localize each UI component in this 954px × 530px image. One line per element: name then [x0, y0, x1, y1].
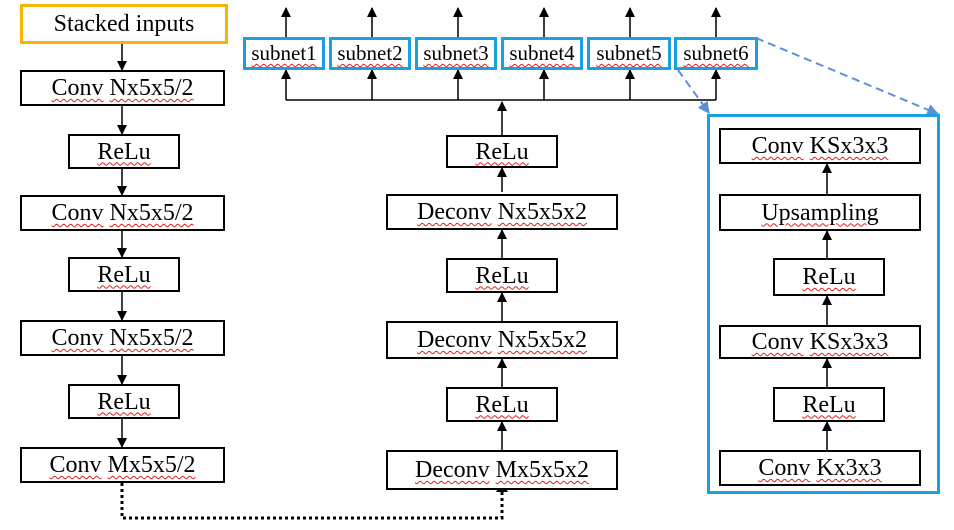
- encoder-relu-1: ReLu: [68, 134, 180, 169]
- subnet-label: subnet6: [683, 41, 749, 65]
- layer-op: Deconv: [417, 199, 492, 225]
- subnet-label: subnet1: [251, 41, 317, 65]
- layer-param: Mx5x5/2: [107, 452, 196, 478]
- layer-op: Conv: [51, 325, 104, 351]
- subnet-detail-panel: [707, 114, 940, 494]
- subnet-3-box: subnet3: [415, 37, 497, 70]
- layer-op: ReLu: [802, 391, 856, 418]
- layer-param: Nx5x5x2: [497, 199, 587, 225]
- layer-param: Nx5x5x2: [497, 327, 587, 353]
- encoder-relu-2: ReLu: [68, 257, 180, 292]
- layer-op: Conv: [51, 75, 104, 101]
- decoder-deconv-1: Deconv Nx5x5x2: [386, 194, 618, 230]
- subnet-label: subnet3: [423, 41, 489, 65]
- subnet-4-box: subnet4: [501, 37, 583, 70]
- layer-param: Nx5x5/2: [109, 200, 194, 226]
- detail-upsampling: Upsampling: [719, 194, 921, 231]
- detail-relu-2: ReLu: [773, 387, 885, 422]
- layer-op: Upsampling: [761, 199, 879, 226]
- layer-op: ReLu: [97, 261, 151, 288]
- layer-param: KSx3x3: [809, 329, 889, 355]
- layer-op: ReLu: [475, 262, 529, 289]
- zoom-connectors: [677, 37, 940, 116]
- subnet-bus: [281, 69, 721, 101]
- subnet-5-box: subnet5: [587, 37, 671, 70]
- stacked-inputs-box: Stacked inputs: [20, 4, 228, 44]
- layer-param: Kx3x3: [816, 455, 882, 481]
- layer-op: ReLu: [475, 391, 529, 418]
- decoder-relu-2: ReLu: [446, 258, 558, 293]
- layer-param: Mx5x5x2: [495, 457, 589, 483]
- subnet-label: subnet5: [596, 41, 662, 65]
- detail-conv-top: Conv KSx3x3: [719, 128, 921, 164]
- detail-conv-bottom: Conv Kx3x3: [719, 450, 921, 486]
- layer-op: ReLu: [475, 138, 529, 165]
- decoder-deconv-2: Deconv Nx5x5x2: [386, 321, 618, 359]
- decoder-relu-top: ReLu: [446, 135, 558, 168]
- layer-param: KSx3x3: [809, 133, 889, 159]
- layer-param: Nx5x5/2: [109, 75, 194, 101]
- subnet-6-box: subnet6: [674, 37, 758, 70]
- layer-op: Conv: [51, 200, 104, 226]
- subnet-1-box: subnet1: [243, 37, 325, 70]
- encoder-conv-2: Conv Nx5x5/2: [20, 195, 225, 231]
- layer-op: ReLu: [97, 138, 151, 165]
- subnet-output-arrows: [281, 7, 721, 37]
- encoder-relu-3: ReLu: [68, 384, 180, 419]
- layer-op: Conv: [758, 455, 811, 481]
- layer-op: Deconv: [417, 327, 492, 353]
- subnet-label: subnet4: [509, 41, 575, 65]
- layer-op: Conv: [49, 452, 102, 478]
- layer-op: ReLu: [802, 264, 856, 290]
- subnet-2-box: subnet2: [329, 37, 411, 70]
- decoder-relu-3: ReLu: [446, 387, 558, 422]
- layer-op: Deconv: [415, 457, 490, 483]
- detail-relu-1: ReLu: [773, 258, 885, 296]
- subnet-label: subnet2: [337, 41, 403, 65]
- detail-conv-mid: Conv KSx3x3: [719, 325, 921, 359]
- dotted-connection: [120, 483, 504, 520]
- layer-op: ReLu: [97, 388, 151, 415]
- layer-op: Conv: [751, 329, 804, 355]
- layer-op: Conv: [751, 133, 804, 159]
- layer-param: Nx5x5/2: [109, 325, 194, 351]
- encoder-conv-3: Conv Nx5x5/2: [20, 320, 225, 356]
- encoder-conv-4: Conv Mx5x5/2: [20, 447, 225, 483]
- stacked-inputs-label: Stacked inputs: [53, 11, 195, 37]
- encoder-conv-1: Conv Nx5x5/2: [20, 70, 225, 106]
- decoder-deconv-3: Deconv Mx5x5x2: [386, 450, 618, 490]
